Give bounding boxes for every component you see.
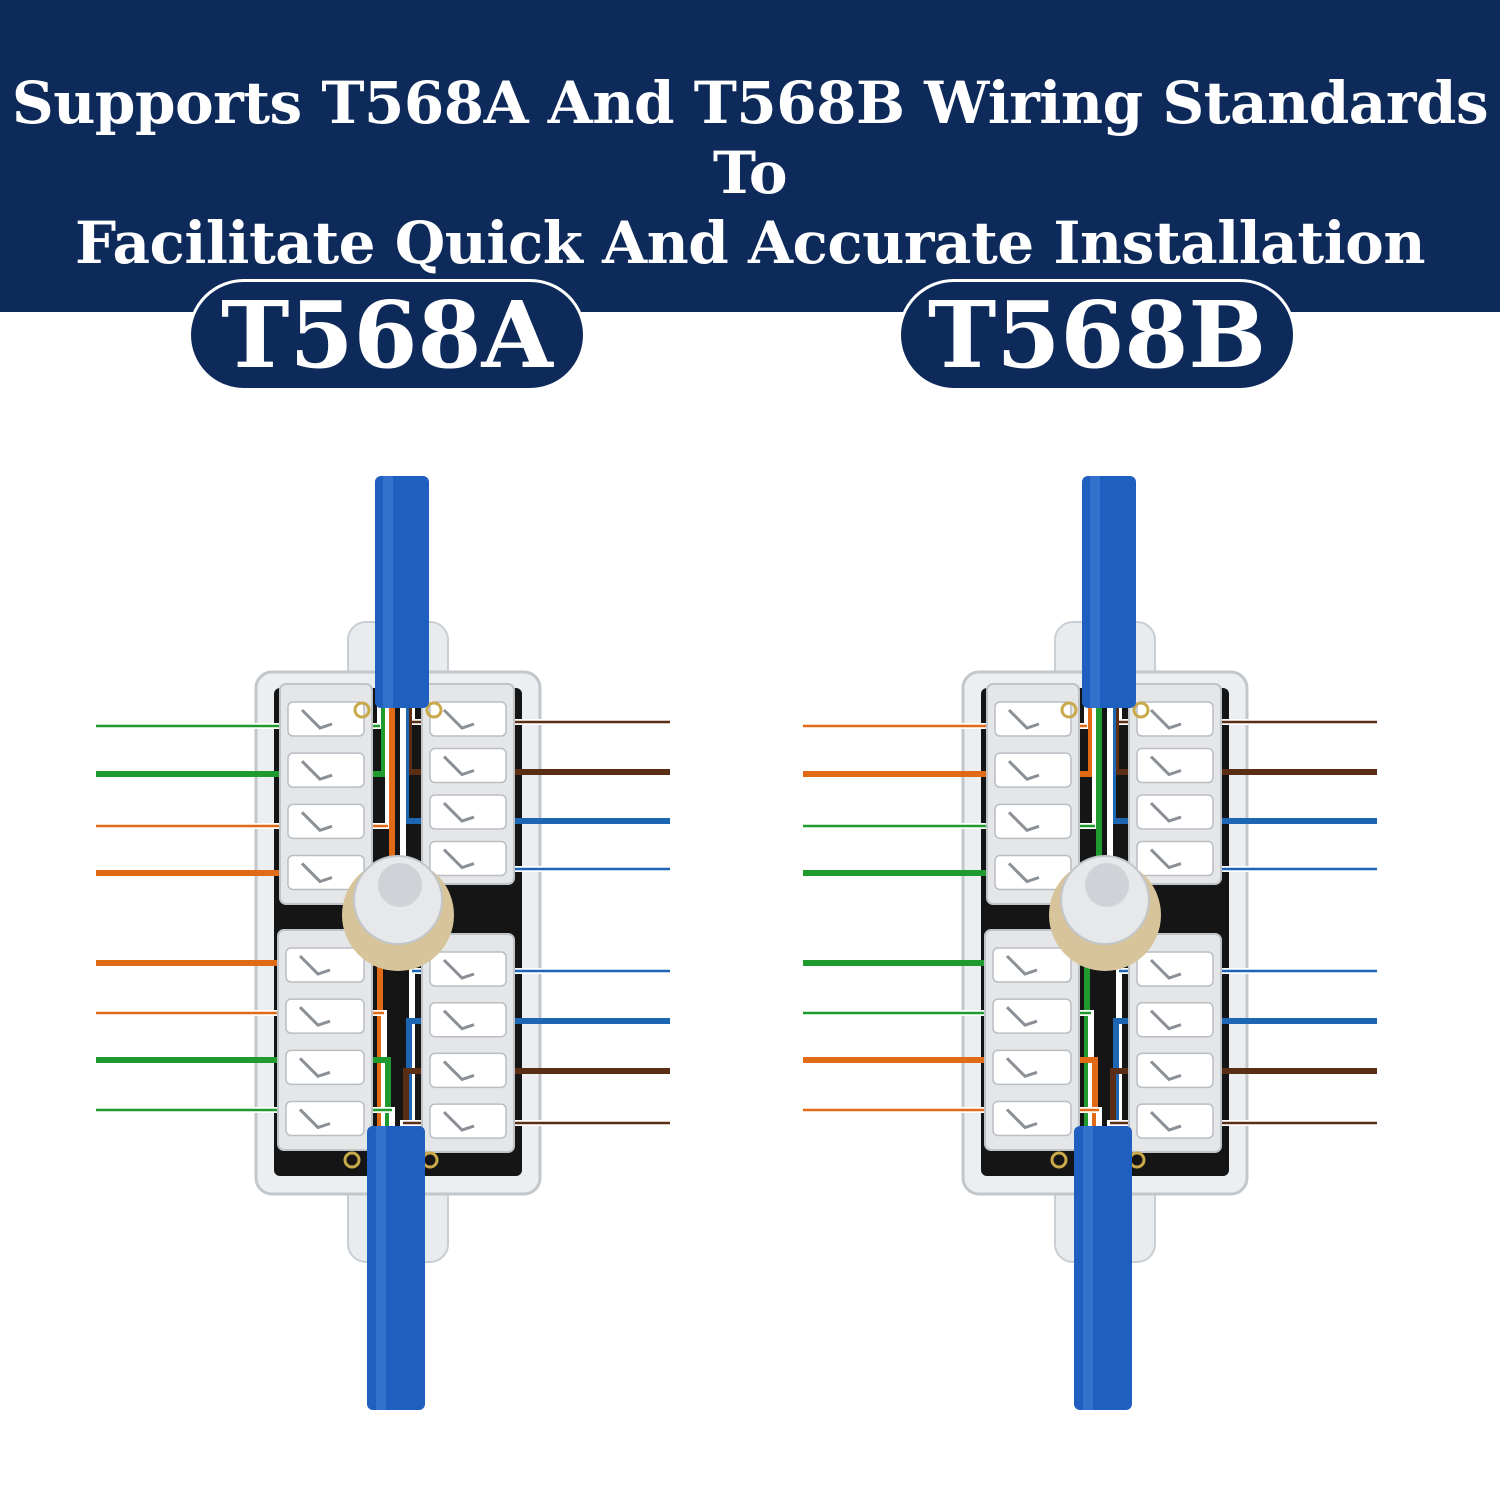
idc-slot bbox=[429, 951, 507, 987]
idc-contact bbox=[298, 1057, 331, 1079]
t568a-junction-box bbox=[96, 476, 670, 1410]
rivet bbox=[1050, 1151, 1068, 1169]
header-banner bbox=[0, 0, 1500, 312]
idc-contact bbox=[1005, 1108, 1038, 1130]
idc-contact bbox=[1149, 1060, 1182, 1082]
cable-bottom-highlight bbox=[376, 1126, 386, 1410]
idc-slot bbox=[1136, 794, 1214, 830]
idc-slot bbox=[1136, 747, 1214, 784]
cable-bottom-highlight bbox=[1083, 1126, 1093, 1410]
rivet bbox=[425, 701, 443, 719]
rivet bbox=[353, 701, 371, 719]
center-post-hole bbox=[378, 863, 422, 907]
idc-slot bbox=[994, 752, 1072, 788]
idc-contact bbox=[1149, 801, 1182, 823]
terminal-block bbox=[277, 929, 373, 1151]
center-post-hole bbox=[1085, 863, 1129, 907]
idc-contact bbox=[1007, 811, 1040, 833]
idc-slot bbox=[994, 803, 1072, 840]
idc-slot bbox=[429, 1052, 507, 1089]
idc-contact bbox=[442, 1111, 475, 1132]
terminal-block bbox=[279, 683, 373, 905]
idc-slot bbox=[992, 947, 1072, 983]
idc-contact bbox=[442, 708, 475, 730]
idc-slot bbox=[992, 1100, 1072, 1137]
idc-slot bbox=[1136, 701, 1214, 737]
idc-slot bbox=[429, 747, 507, 784]
idc-contact bbox=[1007, 760, 1040, 781]
idc-slot bbox=[429, 701, 507, 737]
idc-contact bbox=[442, 958, 475, 980]
rivet bbox=[1060, 701, 1078, 719]
idc-slot bbox=[287, 752, 365, 788]
title-line-1: Supports T568A And T568B Wiring Standard… bbox=[11, 69, 1489, 207]
idc-contact bbox=[442, 801, 475, 823]
idc-slot bbox=[992, 1049, 1072, 1086]
terminal-block bbox=[421, 933, 515, 1153]
cable-top-highlight bbox=[383, 476, 393, 708]
idc-contact bbox=[1149, 1111, 1182, 1132]
idc-contact bbox=[1149, 755, 1182, 777]
idc-contact bbox=[1007, 862, 1040, 884]
idc-slot bbox=[429, 1103, 507, 1139]
idc-contact bbox=[298, 1006, 331, 1027]
idc-contact bbox=[1149, 958, 1182, 980]
idc-contact bbox=[442, 1009, 475, 1031]
idc-contact bbox=[442, 1060, 475, 1082]
idc-contact bbox=[442, 755, 475, 777]
idc-contact bbox=[1149, 708, 1182, 730]
idc-contact bbox=[442, 848, 475, 870]
idc-contact bbox=[300, 862, 333, 884]
idc-contact bbox=[300, 760, 333, 781]
idc-slot bbox=[285, 998, 365, 1034]
idc-contact bbox=[1149, 1009, 1182, 1031]
idc-slot bbox=[994, 701, 1072, 737]
cable-bottom bbox=[367, 1126, 425, 1410]
idc-contact bbox=[298, 1108, 331, 1130]
title-line-2: Facilitate Quick And Accurate Installati… bbox=[74, 209, 1426, 277]
t568b-junction-box bbox=[803, 476, 1377, 1410]
standard-label-t568a: T568A bbox=[188, 279, 586, 391]
idc-slot bbox=[287, 803, 365, 840]
terminal-block bbox=[984, 929, 1080, 1151]
idc-slot bbox=[1136, 1052, 1214, 1089]
cable-top-highlight bbox=[1090, 476, 1100, 708]
idc-slot bbox=[285, 1049, 365, 1086]
idc-slot bbox=[1136, 951, 1214, 987]
idc-slot bbox=[287, 701, 365, 737]
idc-slot bbox=[992, 998, 1072, 1034]
idc-contact bbox=[1007, 708, 1040, 730]
idc-slot bbox=[285, 947, 365, 983]
terminal-block bbox=[1128, 933, 1222, 1153]
idc-slot bbox=[285, 1100, 365, 1137]
idc-contact bbox=[1005, 1006, 1038, 1027]
idc-slot bbox=[1136, 1001, 1214, 1038]
rivet bbox=[1132, 701, 1150, 719]
idc-contact bbox=[298, 954, 331, 976]
idc-slot bbox=[429, 794, 507, 830]
page-title: Supports T568A And T568B Wiring Standard… bbox=[0, 68, 1500, 278]
idc-slot bbox=[1136, 1103, 1214, 1139]
idc-slot bbox=[429, 840, 507, 877]
terminal-block bbox=[986, 683, 1080, 905]
idc-contact bbox=[1005, 1057, 1038, 1079]
idc-contact bbox=[1005, 954, 1038, 976]
idc-contact bbox=[300, 811, 333, 833]
idc-slot bbox=[429, 1001, 507, 1038]
idc-slot bbox=[1136, 840, 1214, 877]
cable-bottom bbox=[1074, 1126, 1132, 1410]
idc-contact bbox=[300, 708, 333, 730]
rivet bbox=[343, 1151, 361, 1169]
standard-label-t568b: T568B bbox=[898, 279, 1296, 391]
idc-contact bbox=[1149, 848, 1182, 870]
